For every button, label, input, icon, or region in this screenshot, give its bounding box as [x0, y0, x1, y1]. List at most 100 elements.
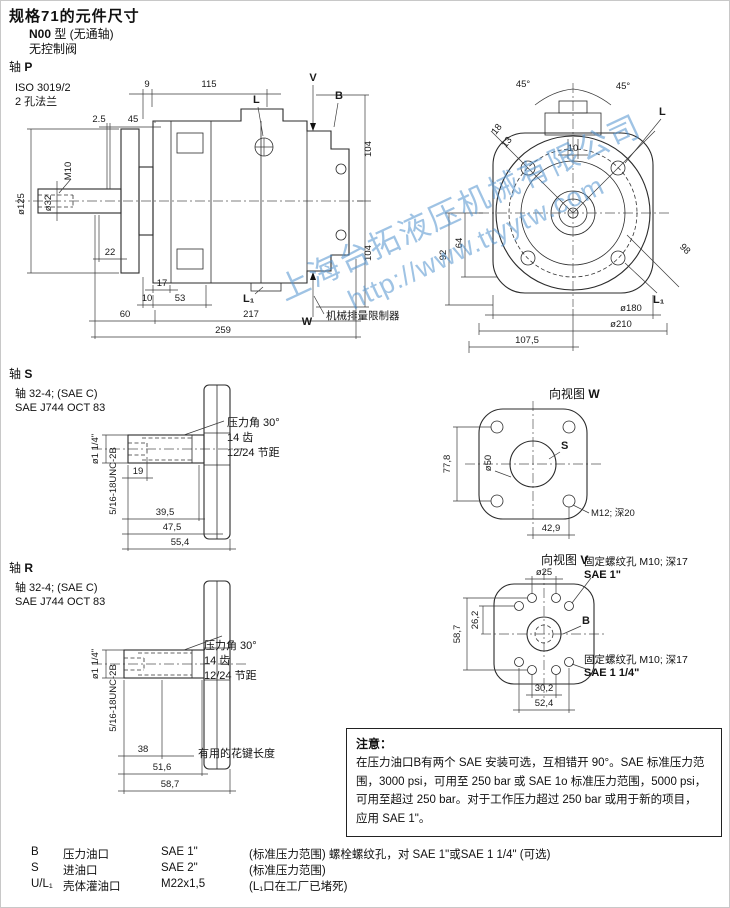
dim-19: 19: [133, 466, 144, 477]
dim-217: 217: [243, 309, 259, 320]
dim-26-2: 26,2: [470, 611, 481, 630]
dim-58-7: 58,7: [161, 779, 180, 790]
dim-thread: 5/16-18UNC-2B: [108, 447, 119, 515]
label-l1: L₁: [243, 293, 255, 305]
dim-10: 10: [142, 293, 153, 304]
dim-17: 17: [157, 278, 168, 289]
port-code: B: [31, 846, 39, 858]
side-view-outline: [15, 108, 363, 292]
port-name: 进油口: [63, 865, 98, 877]
dim-45: 45: [128, 114, 139, 125]
shaft-s-dimensions: ø1 1/4" 5/16-18UNC-2B 19 39,5 47,5 55,4: [90, 434, 236, 551]
dim-thread-r: 5/16-18UNC-2B: [108, 664, 119, 732]
dim-55-4: 55,4: [171, 537, 190, 548]
displacement-limiter-note: 机械排量限制器: [326, 309, 400, 322]
pump-type-code: N00: [29, 27, 52, 41]
port-name: 壳体灌油口: [63, 881, 121, 893]
dim-60: 60: [120, 309, 131, 320]
dim-9: 9: [144, 79, 149, 90]
pump-type-rest: 型 (无通轴): [51, 27, 114, 41]
dim-107-5: 107,5: [515, 335, 539, 346]
view-v-note-top: 固定螺纹孔 M10; 深17: [584, 556, 688, 568]
rear-view-labels: L L₁: [624, 106, 666, 306]
label-b-port: B: [582, 615, 590, 627]
flange-note: 2 孔法兰: [15, 96, 58, 108]
rear-view-dimensions: 45° 45° 18 13 10 92 64 98 ø180 ø210: [438, 79, 692, 353]
section-heading-view-v: 向视图 V: [541, 553, 589, 567]
dim-47-5: 47,5: [163, 522, 182, 533]
notice-line: 应用 SAE 1"。: [356, 812, 431, 825]
table-row: U/L₁ 壳体灌油口 M22x1,5 (L₁口在工厂已堵死): [1, 878, 729, 894]
notice-line: 可用至超过 250 bar。对于工作压力超过 250 bar 或用于新的项目，: [356, 794, 697, 806]
pump-type-line: N00 型 (无通轴): [29, 25, 114, 42]
dim-o50: ø50: [483, 455, 494, 471]
pump-subtitle: 无控制阀: [29, 42, 78, 56]
view-v-note-bottom-sae: SAE 1 1/4": [584, 667, 640, 679]
dim-42-9: 42,9: [542, 523, 561, 534]
shaft-s-spline-specs: 压力角 30° 14 齿 12/24 节距: [227, 417, 280, 459]
pump-side-view-drawing: 9 115 2.5 45 ø125 ø32 M10 22 17: [15, 72, 400, 339]
port-size: SAE 2": [161, 862, 198, 874]
dim-58-7-v: 58,7: [452, 625, 463, 644]
dim-53: 53: [175, 293, 186, 304]
view-v-outline: [481, 570, 607, 698]
dim-shaft-diameter: ø1 1/4": [90, 434, 101, 464]
label-l-rear: L: [659, 106, 666, 118]
view-w-drawing: S 77,8 ø50 M12; 深20 42,9: [442, 401, 635, 539]
dim-77-8: 77,8: [442, 455, 453, 474]
label-b: B: [335, 90, 343, 102]
port-note: (标准压力范围): [249, 865, 326, 877]
notice-line: 在压力油口B有两个 SAE 安装可选，互相错开 90°。SAE 标准压力范: [356, 757, 705, 769]
dim-98: 98: [677, 242, 692, 257]
dim-64: 64: [454, 238, 465, 249]
page-title: 规格71的元件尺寸: [9, 8, 140, 25]
shaft-s-standard: SAE J744 OCT 83: [15, 402, 106, 414]
shaft-s-drawing: ø1 1/4" 5/16-18UNC-2B 19 39,5 47,5 55,4: [90, 384, 246, 551]
view-v-note-bottom: 固定螺纹孔 M10; 深17: [584, 654, 688, 666]
dim-o32: ø32: [43, 195, 54, 211]
port-note: (标准压力范围) 螺栓螺纹孔，对 SAE 1"或SAE 1 1/4" (可选): [249, 849, 551, 861]
dim-52-4: 52,4: [535, 698, 554, 709]
rear-view-outline: [479, 83, 669, 307]
label-s-port: S: [561, 440, 568, 452]
label-v: V: [309, 72, 317, 84]
dim-18: 18: [489, 122, 504, 137]
dim-m10: M10: [63, 162, 74, 180]
label-l1-rear: L₁: [653, 294, 665, 306]
shaft-r-outline: [92, 580, 246, 770]
port-size: M22x1,5: [161, 878, 206, 890]
dim-o25: ø25: [536, 567, 552, 578]
dim-22: 22: [105, 247, 116, 258]
side-view-labels: V B L L₁ W 机械排量限制器: [243, 72, 400, 328]
dim-45deg-left: 45°: [516, 79, 531, 90]
section-heading-shaft-r: 轴 R: [9, 561, 34, 575]
shaft-s-outline: [92, 384, 246, 540]
shaft-s-type: 轴 32-4; (SAE C): [15, 388, 98, 400]
dim-o125: ø125: [16, 193, 27, 215]
iso-standard: ISO 3019/2: [15, 82, 71, 94]
dim-45deg-right: 45°: [616, 81, 631, 92]
section-heading-shaft-p: 轴 P: [9, 60, 33, 74]
dim-104-bottom: 104: [363, 245, 374, 261]
dim-104-top: 104: [363, 141, 374, 157]
pump-rear-view-drawing: 45° 45° 18 13 10 92 64 98 ø180 ø210: [438, 79, 692, 353]
dim-o210: ø210: [610, 319, 632, 330]
dim-92: 92: [438, 250, 449, 261]
port-code: S: [31, 862, 39, 874]
dim-39-5: 39,5: [156, 507, 175, 518]
notice-line: 围，3000 psi，可用至 250 bar 或 SAE 1o 标准压力范围，5…: [356, 775, 707, 788]
shaft-r-dimensions: ø1 1/4" 5/16-18UNC-2B 38 51,6 58,7: [90, 649, 236, 794]
dim-30-2: 30,2: [535, 683, 554, 694]
dim-10-rear: 10: [568, 143, 579, 154]
notice-title: 注意：: [356, 737, 393, 751]
shaft-r-type: 轴 32-4; (SAE C): [15, 582, 98, 594]
side-view-dimensions: 9 115 2.5 45 ø125 ø32 M10 22 17: [16, 79, 374, 339]
dim-shaft-diameter-r: ø1 1/4": [90, 649, 101, 679]
shaft-r-drawing: ø1 1/4" 5/16-18UNC-2B 38 51,6 58,7: [90, 580, 246, 794]
ports-table: B 压力油口 SAE 1" (标准压力范围) 螺栓螺纹孔，对 SAE 1"或SA…: [1, 846, 729, 894]
section-heading-shaft-s: 轴 S: [9, 367, 33, 381]
view-v-note-top-sae: SAE 1": [584, 569, 622, 581]
dim-38: 38: [138, 744, 149, 755]
dim-2-5: 2.5: [92, 114, 105, 125]
